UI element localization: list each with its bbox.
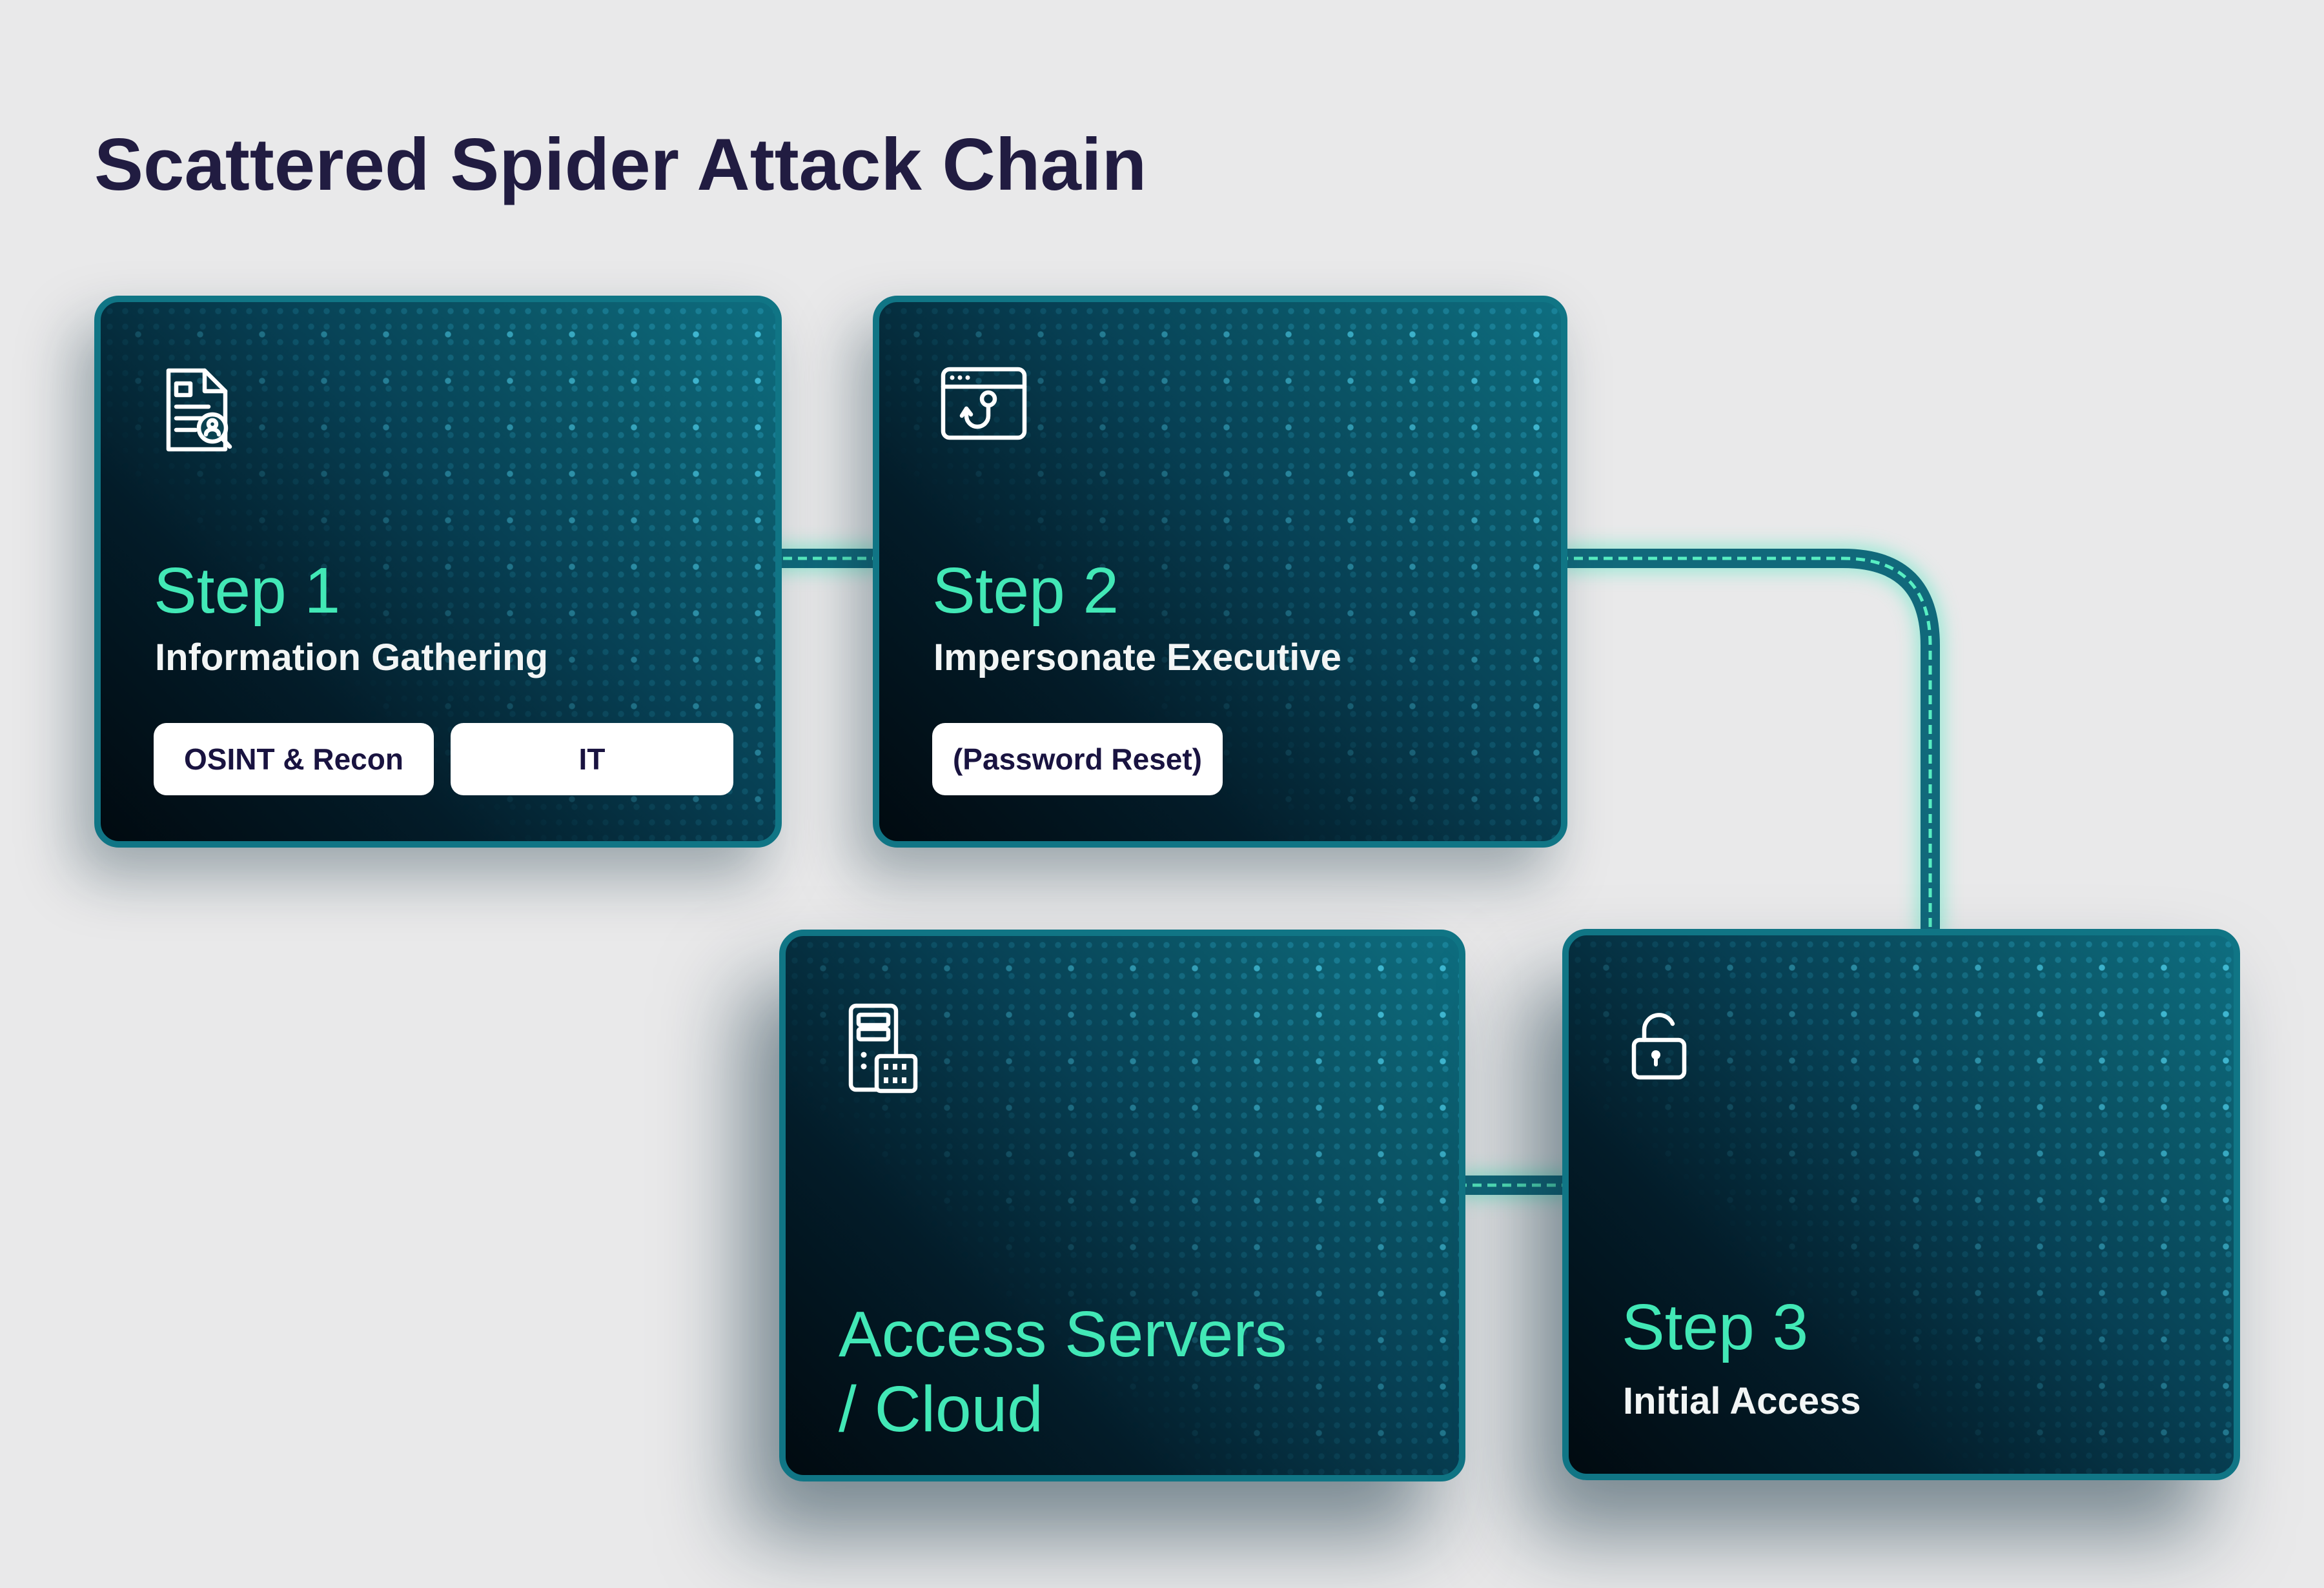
tag-osint-recon: OSINT & Recon (154, 723, 434, 795)
card-access-heading: Access Servers/ Cloud (839, 1298, 1287, 1445)
connector-dashes (768, 556, 1932, 1187)
card-access-servers-cloud: Access Servers/ Cloud (779, 930, 1465, 1481)
document-search-icon (166, 368, 232, 452)
server-icon (848, 1003, 918, 1094)
unlocked-padlock-icon (1631, 1013, 1687, 1080)
card-step-1-tags: OSINT & Recon IT (154, 723, 733, 795)
card-step-1: Step 1 Information Gathering OSINT & Rec… (94, 296, 782, 848)
card-step-2-heading: Step 2 (932, 555, 1119, 627)
card-step-3-subtitle: Initial Access (1623, 1380, 1861, 1422)
phishing-window-icon (941, 367, 1027, 440)
card-step-1-heading: Step 1 (154, 555, 341, 627)
tag-it: IT (451, 723, 733, 795)
card-step-2-subtitle: Impersonate Executive (933, 636, 1341, 678)
tag-password-reset: (Password Reset) (932, 723, 1223, 795)
card-step-3-heading: Step 3 (1622, 1291, 1809, 1363)
card-step-3: Step 3 Initial Access (1562, 929, 2240, 1480)
card-step-1-subtitle: Information Gathering (155, 636, 548, 678)
card-step-2-tags: (Password Reset) (932, 723, 1223, 795)
page-title: Scattered Spider Attack Chain (94, 124, 1147, 206)
card-step-2: Step 2 Impersonate Executive (Password R… (873, 296, 1567, 848)
